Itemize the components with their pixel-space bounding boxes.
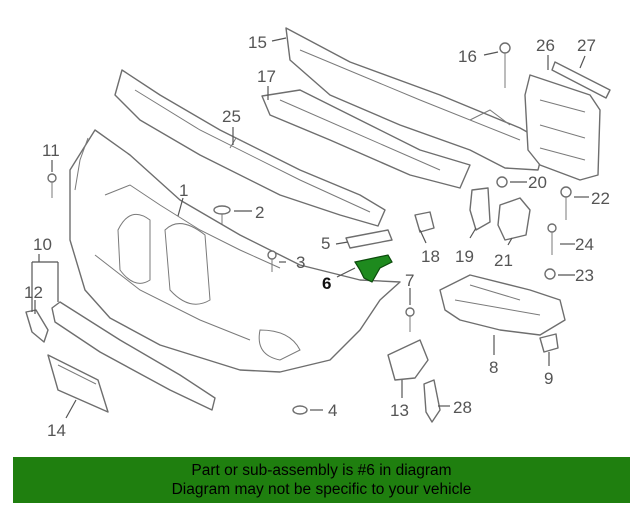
callout-26: 26 [536, 36, 555, 55]
fastener-20-nut [496, 176, 508, 188]
fastener-24-bolt [547, 223, 557, 255]
part-5-support [345, 229, 393, 249]
part-28-trim [423, 379, 441, 423]
fastener-23-nut [544, 268, 556, 280]
fastener-16-bolt [499, 42, 511, 88]
parts-diagram: 1 2 3 4 5 6 7 8 9 10 11 12 13 14 15 16 1… [24, 27, 611, 440]
callout-20: 20 [528, 173, 547, 192]
callout-19: 19 [455, 247, 474, 266]
callout-2: 2 [255, 203, 264, 222]
callout-8: 8 [489, 358, 498, 377]
notice-line-2: Diagram may not be specific to your vehi… [171, 481, 472, 498]
callout-labels: 1 2 3 4 5 6 7 8 9 10 11 12 13 14 15 16 1… [24, 33, 610, 440]
callout-17: 17 [257, 67, 276, 86]
part-8-lower-carrier [439, 274, 566, 336]
part-15-upper-beam [285, 27, 546, 171]
notice-line-1: Part or sub-assembly is #6 in diagram [191, 462, 452, 479]
callout-7: 7 [405, 271, 414, 290]
part-10-lower-trim [25, 301, 216, 411]
callout-1: 1 [179, 181, 188, 200]
callout-27: 27 [577, 36, 596, 55]
callout-4: 4 [328, 401, 337, 420]
fastener-3-screw [267, 250, 277, 272]
callout-5: 5 [321, 234, 330, 253]
callout-25: 25 [222, 107, 241, 126]
callout-11: 11 [42, 141, 60, 160]
callout-13: 13 [390, 401, 409, 420]
callout-28: 28 [453, 398, 472, 417]
callout-9: 9 [544, 369, 553, 388]
callout-24: 24 [575, 235, 594, 254]
part-18-clip [414, 211, 435, 233]
callout-22: 22 [591, 189, 610, 208]
part-6-guide-highlighted [354, 254, 393, 283]
part-25-upper-bracket [114, 69, 386, 227]
part-9-clip [539, 333, 559, 353]
callout-21: 21 [494, 251, 513, 270]
part-21-bracket [497, 197, 531, 241]
callout-23: 23 [575, 266, 594, 285]
part-17-impact-bar [261, 89, 471, 189]
notice-banner: Part or sub-assembly is #6 in diagram Di… [13, 457, 630, 503]
part-26-side-bracket [524, 61, 611, 181]
callout-10: 10 [33, 235, 52, 254]
callout-18: 18 [421, 247, 440, 266]
fastener-22-bolt [560, 186, 572, 220]
part-14-plate-bracket [47, 354, 109, 413]
fastener-4-clip [292, 405, 308, 415]
leader-lines [31, 37, 589, 419]
part-13-bracket [387, 339, 429, 381]
part-19-bracket [469, 187, 491, 231]
callout-15: 15 [248, 33, 267, 52]
callout-16: 16 [458, 47, 477, 66]
callout-14: 14 [47, 421, 66, 440]
fastener-2-expansion-nut [213, 205, 231, 224]
callout-6-highlighted: 6 [322, 274, 331, 293]
part-1-bumper-cover [69, 129, 401, 373]
fastener-7-bolt [405, 307, 415, 332]
callout-12: 12 [24, 283, 43, 302]
callout-3: 3 [296, 253, 305, 272]
fastener-11-bolt [47, 173, 57, 198]
